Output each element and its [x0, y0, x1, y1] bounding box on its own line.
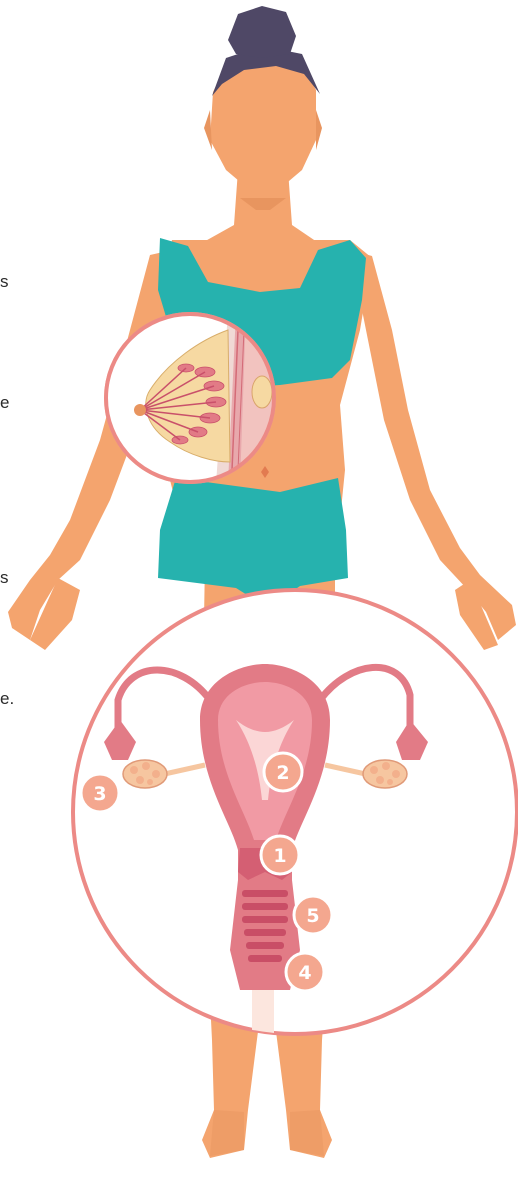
marker-5-label: 5 [306, 905, 319, 927]
ovary-right [363, 760, 407, 788]
ovary-icon [123, 760, 167, 788]
marker-3-label: 3 [93, 783, 106, 805]
marker-1-label: 1 [273, 845, 286, 867]
right-arm [350, 250, 516, 640]
marker-4-label: 4 [298, 962, 311, 984]
nipple [134, 404, 146, 416]
marker-5: 5 [294, 896, 332, 934]
marker-3: 3 [81, 774, 119, 812]
marker-2: 2 [264, 753, 302, 791]
marker-1: 1 [261, 836, 299, 874]
marker-2-label: 2 [276, 762, 289, 784]
hair-bun [228, 6, 296, 58]
breast-inset [104, 312, 276, 484]
marker-4: 4 [286, 953, 324, 991]
